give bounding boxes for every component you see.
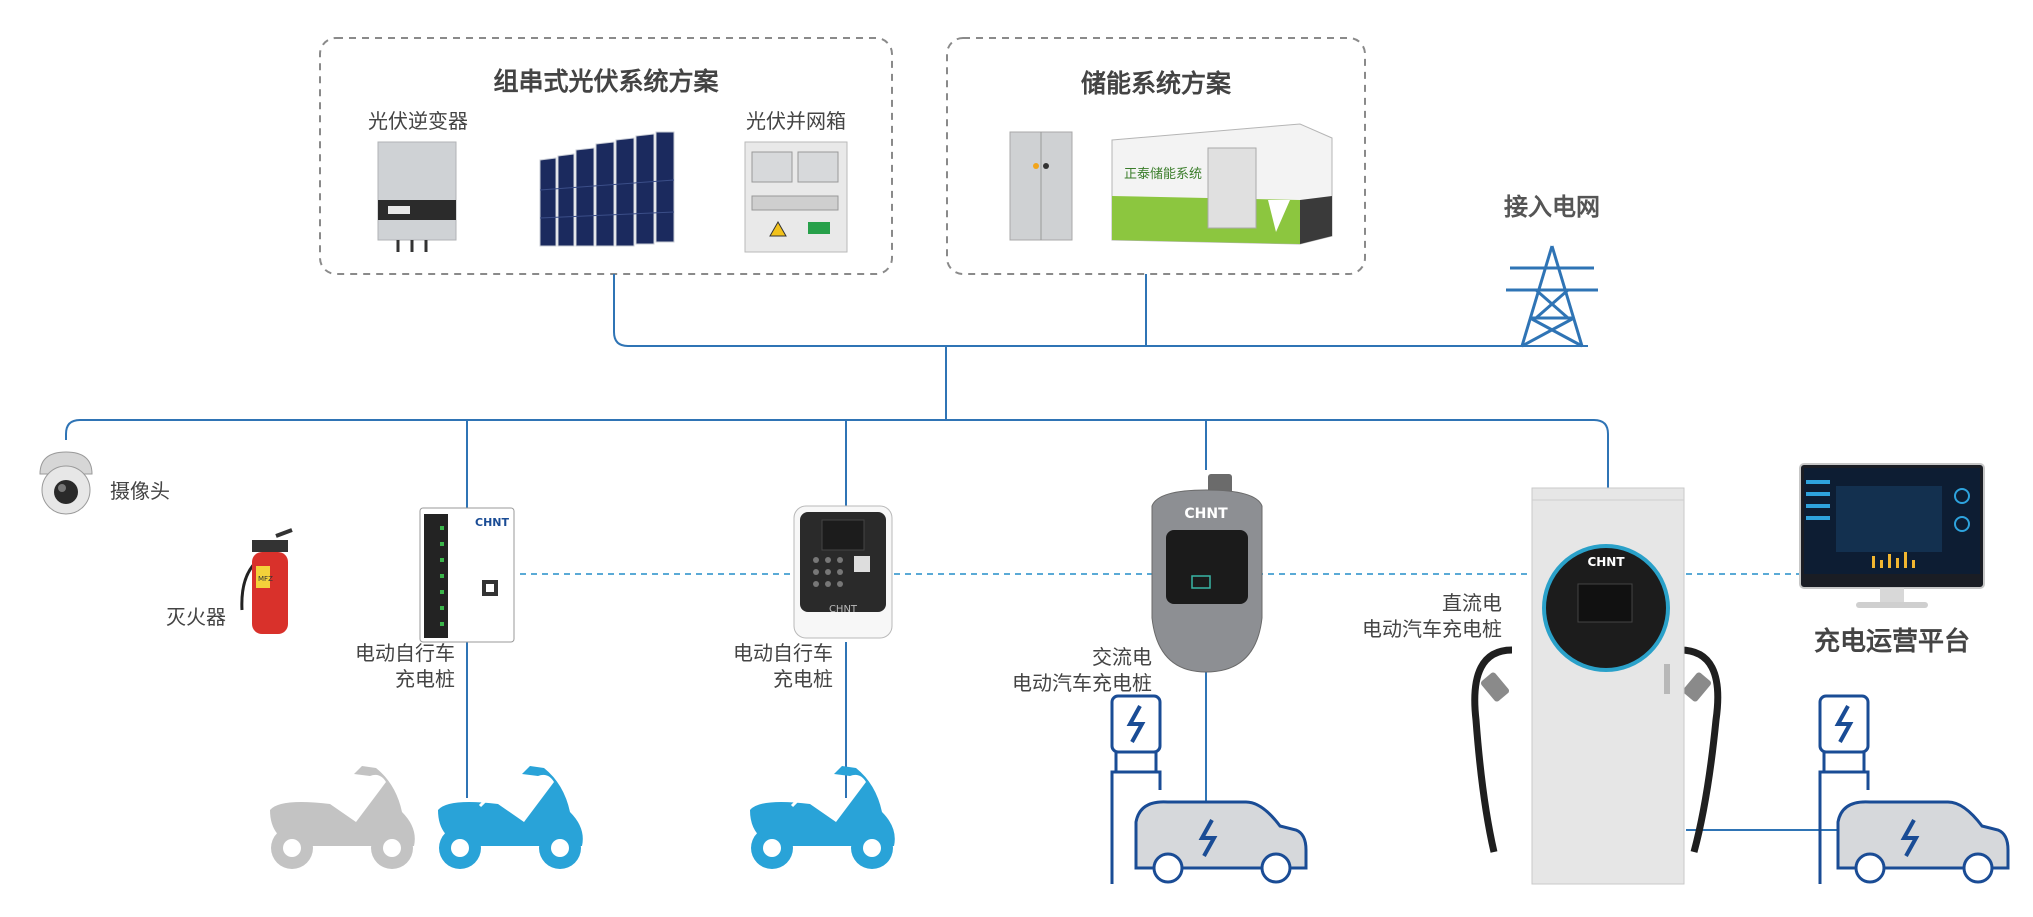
dc-charger-icon: CHNT [1471, 487, 1722, 885]
scooter-gray-icon [270, 766, 415, 869]
storage-solution-box [946, 37, 1366, 275]
bike-charger-2-brand: CHNT [829, 604, 858, 615]
monitor-icon [1799, 463, 1985, 608]
pv-combiner-box-icon [744, 141, 848, 253]
power-tower-icon [1506, 245, 1598, 348]
camera-label: 摄像头 [110, 479, 170, 503]
dc-charger-label-line1: 直流电 [1442, 591, 1502, 615]
energy-storage-container-icon: 正泰储能系统 [1111, 123, 1333, 245]
storage-cabinet-icon [1009, 131, 1073, 241]
ac-charger-label-line2: 电动汽车充电桩 [1012, 671, 1152, 695]
dc-charger-brand: CHNT [1587, 555, 1625, 569]
solar-panel-icon [539, 131, 675, 247]
dc-charger-label-line2: 电动汽车充电桩 [1362, 617, 1502, 641]
bike-charger-2-label-line2: 充电桩 [773, 667, 833, 691]
platform-label: 充电运营平台 [1814, 626, 1970, 657]
storage-solution-title: 储能系统方案 [1081, 69, 1232, 98]
charging-post-icon-2 [1818, 694, 1870, 884]
scooter-blue-icon-2 [750, 766, 895, 869]
bike-charger-1-label-line1: 电动自行车 [355, 641, 455, 665]
ac-charger-label-line1: 交流电 [1092, 645, 1152, 669]
pv-inverter-icon [377, 141, 457, 252]
bike-charger-1-brand: CHNT [475, 516, 509, 529]
pv-inverter-label: 光伏逆变器 [368, 109, 468, 133]
camera-icon [39, 451, 93, 515]
ac-charger-icon: CHNT [1151, 474, 1263, 673]
extinguisher-label: 灭火器 [166, 605, 226, 629]
bike-charger-1-label-line2: 充电桩 [395, 667, 455, 691]
electric-car-icon-1 [1134, 800, 1308, 884]
pv-solution-title: 组串式光伏系统方案 [493, 67, 719, 96]
grid-label: 接入电网 [1504, 193, 1600, 221]
ac-charger-brand: CHNT [1184, 506, 1228, 522]
bike-charger-2-label-line1: 电动自行车 [733, 641, 833, 665]
scooter-blue-icon-1 [438, 766, 583, 869]
fire-extinguisher-icon: MFZ [240, 528, 293, 634]
extinguisher-tag: MFZ [258, 575, 273, 583]
charging-post-icon-1 [1110, 694, 1162, 884]
bike-charger-2-icon: CHNT [793, 505, 893, 639]
pv-solution-group: 组串式光伏系统方案 光伏逆变器 光伏并网箱 [319, 37, 893, 275]
storage-solution-group: 储能系统方案 正泰储能系统 [946, 37, 1366, 275]
electric-car-icon-2 [1836, 800, 2010, 884]
storage-container-text: 正泰储能系统 [1124, 167, 1202, 182]
pv-solution-box [319, 37, 893, 275]
pv-combiner-label: 光伏并网箱 [746, 109, 846, 133]
bike-charger-1-icon: CHNT [419, 507, 515, 643]
